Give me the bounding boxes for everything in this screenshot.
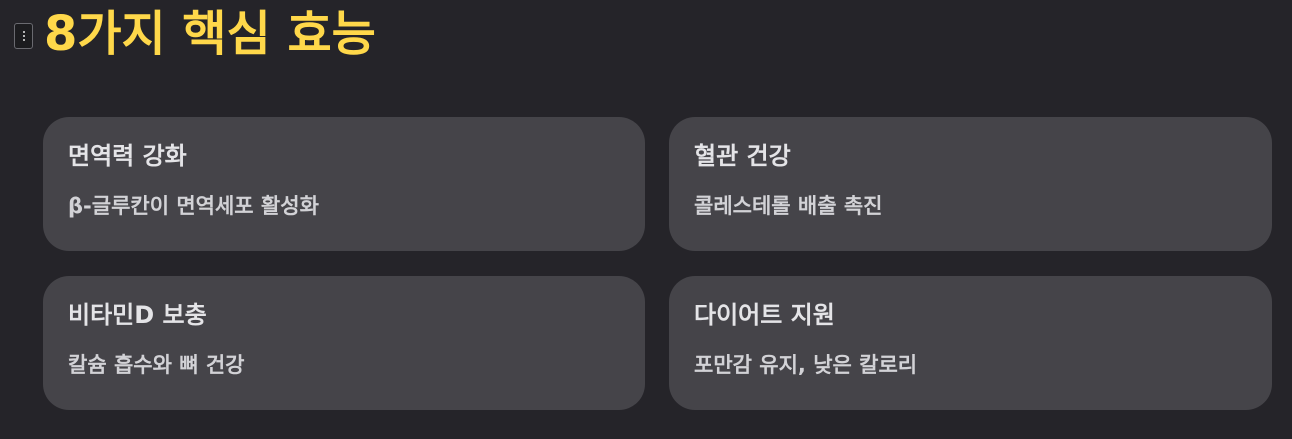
drag-handle-dot bbox=[22, 39, 25, 41]
benefit-card-immunity: 면역력 강화 β-글루칸이 면역세포 활성화 bbox=[43, 117, 645, 251]
benefit-card-title: 다이어트 지원 bbox=[694, 301, 835, 329]
benefit-card-title: 면역력 강화 bbox=[68, 142, 187, 170]
drag-handle-dot bbox=[22, 35, 25, 37]
benefit-card-description: β-글루칸이 면역세포 활성화 bbox=[68, 194, 319, 218]
benefit-card-vascular: 혈관 건강 콜레스테롤 배출 촉진 bbox=[669, 117, 1272, 251]
page-title: 8가지 핵심 효능 bbox=[44, 6, 376, 62]
benefits-grid: 면역력 강화 β-글루칸이 면역세포 활성화 혈관 건강 콜레스테롤 배출 촉진… bbox=[43, 117, 1272, 410]
benefit-card-description: 칼슘 흡수와 뼈 건강 bbox=[68, 353, 245, 377]
benefit-card-title: 비타민D 보충 bbox=[68, 301, 207, 329]
benefit-card-description: 포만감 유지, 낮은 칼로리 bbox=[694, 353, 918, 377]
benefit-card-vitamin-d: 비타민D 보충 칼슘 흡수와 뼈 건강 bbox=[43, 276, 645, 410]
benefit-card-diet: 다이어트 지원 포만감 유지, 낮은 칼로리 bbox=[669, 276, 1272, 410]
drag-handle-icon[interactable] bbox=[14, 23, 33, 49]
drag-handle-dot bbox=[22, 31, 25, 33]
benefit-card-title: 혈관 건강 bbox=[694, 142, 791, 170]
benefit-card-description: 콜레스테롤 배출 촉진 bbox=[694, 194, 883, 218]
